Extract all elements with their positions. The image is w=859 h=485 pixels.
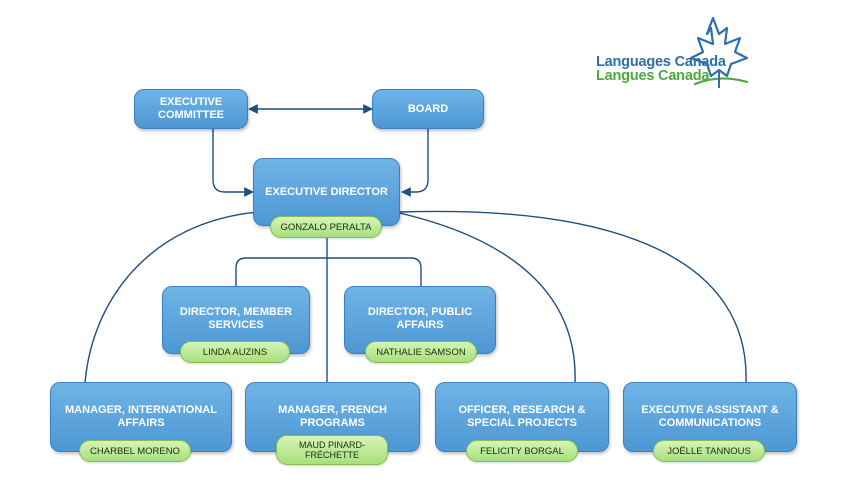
ed-to-international-connector (84, 211, 259, 384)
executive-committee-box: EXECUTIVE COMMITTEE (134, 89, 248, 129)
board-to-ed-arrow (401, 129, 429, 197)
manager-french-title: MANAGER, FRENCH PROGRAMS (278, 404, 387, 429)
ed-to-directors-connector (235, 257, 422, 287)
executive-assistant-title: EXECUTIVE ASSISTANT & COMMUNICATIONS (641, 404, 779, 429)
manager-french-name: MAUD PINARD-FRÉCHETTE (276, 435, 388, 465)
board-title: BOARD (407, 102, 449, 115)
logo-text-english: Languages Canada (596, 54, 726, 70)
executive-director-title: EXECUTIVE DIRECTOR (265, 186, 388, 198)
officer-research-name: FELICITY BORGAL (466, 440, 578, 462)
committee-to-ed-arrow (212, 129, 254, 197)
board-box: BOARD (372, 89, 484, 129)
director-member-services-name: LINDA AUZINS (180, 341, 290, 363)
manager-international-name: CHARBEL MORENO (79, 440, 191, 462)
maple-leaf-icon (689, 16, 749, 88)
officer-research-title: OFFICER, RESEARCH & SPECIAL PROJECTS (458, 404, 586, 429)
director-public-affairs-name: NATHALIE SAMSON (365, 341, 477, 363)
logo-text-french: Langues Canada (596, 68, 710, 84)
director-public-affairs-title: DIRECTOR, PUBLIC AFFAIRS (367, 306, 473, 331)
ed-to-assistant-connector (399, 210, 747, 384)
executive-committee-title: EXECUTIVE COMMITTEE (158, 96, 224, 121)
executive-assistant-name: JOËLLE TANNOUS (653, 440, 765, 462)
manager-international-title: MANAGER, INTERNATIONAL AFFAIRS (65, 404, 217, 429)
ed-to-research-connector (394, 211, 576, 384)
director-member-services-title: DIRECTOR, MEMBER SERVICES (179, 306, 293, 331)
executive-director-box: EXECUTIVE DIRECTOR (253, 158, 400, 226)
executive-director-name: GONZALO PERALTA (270, 216, 382, 238)
languages-canada-logo: Languages Canada Langues Canada (595, 14, 765, 94)
